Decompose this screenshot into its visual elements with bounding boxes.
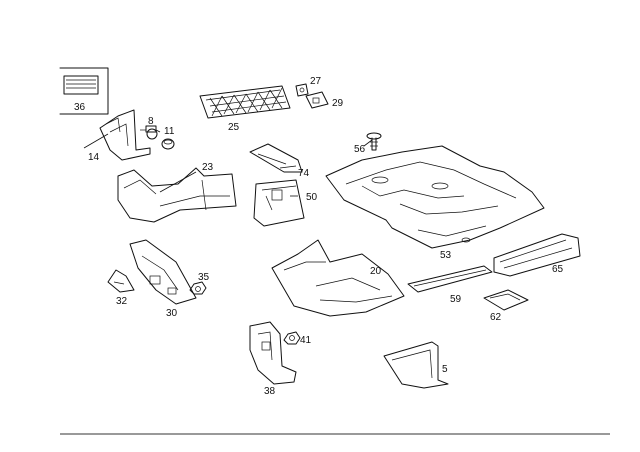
callout-65: 65 — [552, 264, 564, 275]
callout-25: 25 — [228, 122, 240, 133]
callout-35: 35 — [198, 272, 210, 283]
part-74-trim-strip[interactable] — [249, 143, 303, 173]
callout-5: 5 — [442, 364, 448, 375]
callout-36: 36 — [74, 102, 86, 113]
callout-20: 20 — [370, 266, 382, 277]
callout-8: 8 — [148, 116, 154, 127]
part-35-nut[interactable] — [189, 281, 207, 295]
callout-23: 23 — [202, 162, 214, 173]
callout-38: 38 — [264, 386, 276, 397]
callout-14: 14 — [88, 152, 100, 163]
callout-62: 62 — [490, 312, 502, 323]
part-65-sill-strip[interactable] — [493, 233, 581, 277]
part-11-plug[interactable] — [161, 138, 175, 150]
part-5-corner-trim[interactable] — [383, 341, 449, 389]
part-8-clip[interactable] — [140, 125, 158, 140]
part-32-clip-bracket[interactable] — [107, 269, 135, 293]
part-53-floor-carpet[interactable] — [325, 145, 545, 249]
part-62-cover[interactable] — [483, 289, 529, 311]
part-25-storage-net[interactable] — [199, 85, 291, 119]
callout-29: 29 — [332, 98, 344, 109]
callout-11: 11 — [164, 126, 175, 137]
part-23-side-trim[interactable] — [117, 167, 237, 223]
part-59-sill-plate[interactable] — [407, 265, 493, 293]
part-50-trim-panel[interactable] — [253, 179, 305, 227]
part-41-nut[interactable] — [283, 331, 301, 345]
part-27-hook[interactable] — [295, 83, 309, 97]
part-20-footwell-carpet[interactable] — [271, 239, 405, 317]
callout-50: 50 — [306, 192, 318, 203]
part-38-mounting-bracket[interactable] — [249, 321, 297, 385]
callout-56: 56 — [354, 144, 366, 155]
part-36-label-plate[interactable] — [59, 67, 109, 115]
part-14-bracket[interactable] — [99, 109, 151, 161]
part-29-retainer[interactable] — [305, 91, 329, 109]
part-56-screw[interactable] — [366, 132, 382, 151]
leader-lines — [83, 129, 373, 197]
callout-59: 59 — [450, 294, 462, 305]
callout-74: 74 — [298, 168, 310, 179]
callout-32: 32 — [116, 296, 128, 307]
callout-53: 53 — [440, 250, 452, 261]
part-30-seat-bracket[interactable] — [129, 239, 197, 305]
callout-41: 41 — [300, 335, 312, 346]
callout-27: 27 — [310, 76, 322, 87]
callout-30: 30 — [166, 308, 178, 319]
